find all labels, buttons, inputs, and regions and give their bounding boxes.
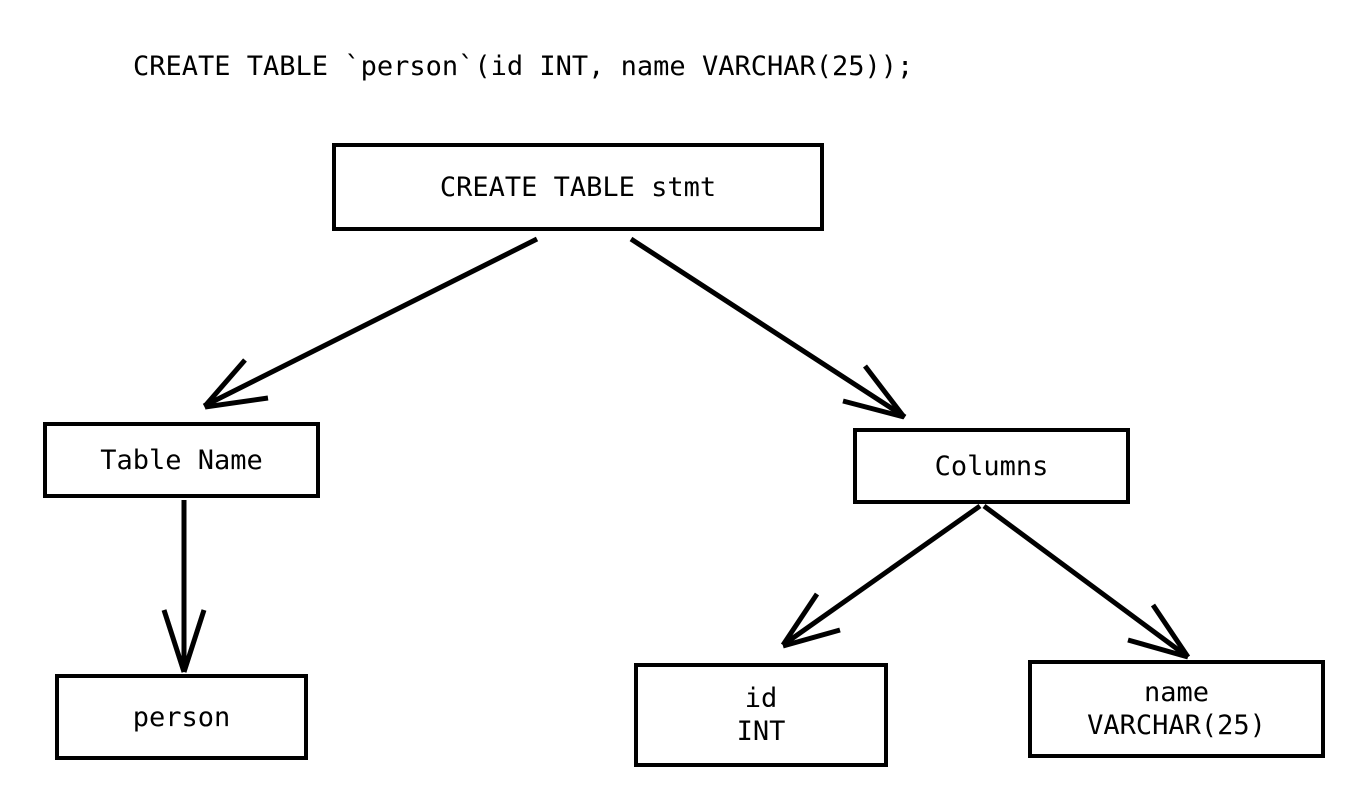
edge-root-to-columns (629, 236, 907, 420)
node-sublabel: VARCHAR(25) (1087, 710, 1266, 741)
node-create-table-stmt[interactable]: CREATE TABLE stmt (332, 143, 824, 231)
node-label: Table Name (100, 444, 263, 476)
node-label: id (744, 683, 778, 714)
edge-root-to-table-name (202, 236, 539, 410)
edge-columns-to-column-id (780, 503, 982, 649)
sql-statement-caption: CREATE TABLE `person`(id INT, name VARCH… (133, 51, 914, 82)
node-columns[interactable]: Columns (853, 428, 1130, 504)
edge-columns-to-column-name (982, 503, 1191, 660)
node-column-name[interactable]: name VARCHAR(25) (1028, 660, 1325, 758)
node-table-name[interactable]: Table Name (43, 422, 320, 498)
node-label: CREATE TABLE stmt (439, 171, 717, 203)
edge-table-name-to-person (161, 500, 207, 673)
node-label: person (132, 701, 231, 733)
node-sublabel: INT (736, 716, 786, 747)
node-label: name (1143, 677, 1210, 708)
node-label: Columns (934, 450, 1049, 482)
node-column-id[interactable]: id INT (634, 663, 888, 767)
node-person[interactable]: person (55, 674, 308, 760)
